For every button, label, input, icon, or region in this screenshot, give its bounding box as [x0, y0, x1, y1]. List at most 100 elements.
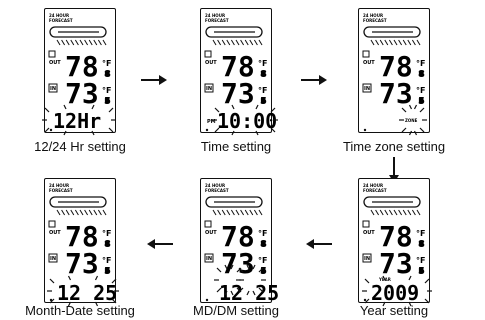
in-box [48, 253, 58, 263]
hatch-line [370, 39, 375, 46]
bottom-display: 12 25 [57, 281, 117, 305]
indoor-temp-decimal: 5 [418, 96, 425, 107]
forecast-bar-icon [363, 26, 421, 38]
flash-tick [108, 107, 114, 113]
hatch-line [393, 209, 398, 216]
indoor-temp-decimal: 5 [104, 96, 111, 107]
hatch-line [79, 209, 84, 216]
out-label: OUT [363, 60, 375, 66]
flash-tick [224, 290, 228, 296]
right-arrow-icon [141, 75, 167, 85]
out-label: OUT [205, 60, 217, 66]
flash-tick [63, 104, 67, 110]
hatch-line [212, 209, 217, 216]
flash-tick [216, 287, 222, 293]
outdoor-temperature: 78. [65, 220, 116, 253]
out-label: OUT [49, 60, 61, 66]
indoor-temperature: 73. [379, 77, 430, 110]
hatch-line [74, 209, 79, 216]
outdoor-temperature: 78. [379, 50, 430, 83]
in-box [362, 253, 372, 263]
hatch-line [388, 209, 393, 216]
outdoor-temp-decimal: 8 [260, 69, 267, 80]
outdoor-temp-decimal: 8 [104, 239, 111, 250]
in-box [204, 83, 214, 93]
hatch-line [416, 209, 421, 216]
hatch-line [221, 39, 226, 46]
timezone-indicator: ZONE [405, 118, 418, 123]
forecast-bar-icon [49, 26, 107, 38]
out-label: OUT [49, 230, 61, 236]
flash-marks [214, 264, 244, 296]
flash-tick [108, 127, 114, 133]
flash-tick [270, 127, 276, 133]
forecast-hatch [370, 209, 421, 216]
bottom-display: 10:00 [217, 109, 277, 133]
status-dot [363, 128, 367, 132]
hatch-line [402, 39, 407, 46]
hatch-line [393, 39, 398, 46]
flash-tick [230, 264, 234, 270]
hatch-line [84, 39, 89, 46]
hatch-line [244, 39, 249, 46]
right-arrow-icon [301, 75, 327, 85]
in-label: IN [50, 256, 56, 262]
temp-unit: °F [102, 256, 111, 265]
temp-unit: °F [258, 229, 267, 238]
outdoor-temp-decimal: 8 [418, 69, 425, 80]
flash-tick [401, 107, 407, 113]
indoor-temp-decimal: 5 [260, 266, 267, 277]
left-arrow-icon [306, 239, 332, 249]
hatch-line [416, 39, 421, 46]
hatch-line [56, 209, 61, 216]
in-label: IN [364, 256, 370, 262]
in-box [204, 253, 214, 263]
flash-tick [224, 264, 228, 270]
forecast-label: 24 HOUR [363, 13, 383, 18]
hatch-line [217, 39, 222, 46]
flash-tick [49, 298, 55, 304]
forecast-label: 24 HOUR [205, 13, 225, 18]
flash-tick [94, 301, 99, 307]
flash-tick [231, 104, 235, 110]
in-label: IN [50, 86, 56, 92]
flash-tick [246, 264, 250, 270]
hatch-line [249, 209, 254, 216]
forecast-label: 24 HOUR [49, 13, 69, 18]
hatch-line [230, 39, 235, 46]
forecast-bar-icon [205, 196, 263, 208]
hatch-line [370, 209, 375, 216]
status-dot [363, 298, 367, 302]
hatch-line [61, 39, 66, 46]
flash-tick [408, 130, 413, 136]
hatch-line [379, 39, 384, 46]
hatch-line [88, 39, 93, 46]
flash-marks [236, 264, 266, 296]
flash-tick [413, 130, 418, 136]
left-arrow-icon [147, 239, 173, 249]
flash-tick [408, 104, 413, 110]
hatch-line [212, 39, 217, 46]
temp-unit: °F [102, 86, 111, 95]
flash-tick [216, 267, 222, 273]
flash-tick [231, 130, 235, 136]
flash-tick [258, 267, 264, 273]
forecast-label: FORECAST [363, 188, 387, 193]
status-dot [205, 298, 209, 302]
flash-tick [111, 278, 117, 284]
outdoor-temperature: 78. [65, 50, 116, 83]
hatch-line [56, 39, 61, 46]
flash-tick [214, 127, 220, 133]
hatch-line [411, 39, 416, 46]
outdoor-temp-decimal: 8 [104, 69, 111, 80]
hatch-line [221, 209, 226, 216]
caption-year-setting: Year setting [359, 303, 429, 318]
flash-tick [255, 130, 259, 136]
forecast-hatch [56, 209, 107, 216]
hatch-line [253, 39, 258, 46]
outdoor-temperature: 78. [221, 220, 272, 253]
hatch-line [388, 39, 393, 46]
